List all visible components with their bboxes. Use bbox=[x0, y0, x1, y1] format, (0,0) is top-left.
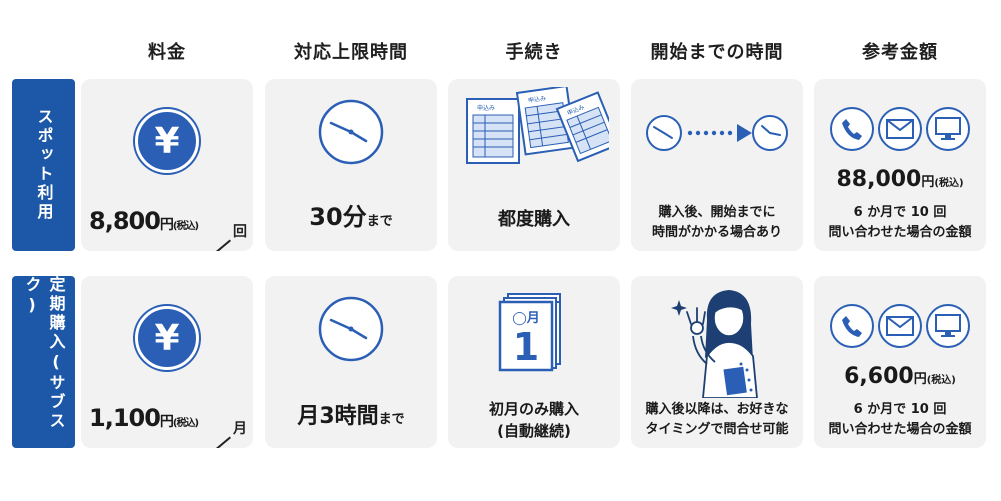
header-price: 料金 bbox=[148, 42, 186, 63]
header-reference-amount: 参考金額 bbox=[862, 42, 938, 63]
mail-icon bbox=[878, 304, 922, 348]
yen-icon: ¥ bbox=[135, 109, 199, 173]
slash-divider bbox=[206, 239, 231, 251]
monitor-icon bbox=[926, 107, 970, 151]
forms-icon: 申込み 申込み 申込み bbox=[466, 87, 609, 164]
card-spot-price: ¥ 8,800円(税込) 回 bbox=[81, 79, 253, 251]
clock-icon bbox=[318, 99, 384, 165]
card-spot-reference: 88,000円(税込) 6 か月で 10 回問い合わせた場合の金額 bbox=[814, 79, 986, 251]
slash-divider bbox=[206, 436, 231, 448]
procedure-sub: 初月のみ購入(自動継続) bbox=[488, 400, 579, 440]
monitor-icon bbox=[926, 304, 970, 348]
clock-arrow-clock-icon bbox=[646, 115, 788, 151]
calendar-icon: ◯月 1 bbox=[498, 293, 561, 372]
woman-ok-gesture-icon bbox=[671, 290, 758, 398]
svg-text:申込み: 申込み bbox=[528, 94, 547, 104]
reference-note-sub: 6 か月で 10 回問い合わせた場合の金額 bbox=[828, 402, 972, 437]
time-limit-spot: 30分まで bbox=[309, 203, 393, 231]
start-time-spot: 購入後、開始までに時間がかかる場合あり bbox=[651, 205, 782, 240]
phone-icon bbox=[830, 107, 874, 151]
reference-note-spot: 6 か月で 10 回問い合わせた場合の金額 bbox=[828, 205, 972, 240]
reference-amount-sub: 6,600円(税込) bbox=[844, 364, 956, 389]
card-sub-start-time: 購入後以降は、お好きなタイミングで問合せ可能 bbox=[631, 276, 803, 448]
procedure-spot: 都度購入 bbox=[498, 209, 570, 230]
header-start-time: 開始までの時間 bbox=[650, 42, 784, 63]
header-procedure: 手続き bbox=[505, 42, 563, 63]
yen-icon: ¥ bbox=[135, 306, 199, 370]
clock-icon bbox=[318, 296, 384, 362]
price-spot: 8,800円(税込) 回 bbox=[89, 201, 249, 251]
card-sub-price: ¥ 1,100円(税込) 月 bbox=[81, 276, 253, 448]
reference-amount-spot: 88,000円(税込) bbox=[836, 167, 964, 192]
card-spot-start-time: 購入後、開始までに時間がかかる場合あり bbox=[631, 79, 803, 251]
svg-text:1: 1 bbox=[513, 325, 539, 369]
card-sub-time-limit: 月3時間まで bbox=[265, 276, 437, 448]
header-time-limit: 対応上限時間 bbox=[294, 42, 408, 63]
svg-text:申込み: 申込み bbox=[477, 104, 495, 112]
time-limit-sub: 月3時間まで bbox=[297, 404, 405, 429]
card-spot-procedure: 申込み 申込み 申込み 都度購入 bbox=[448, 79, 620, 251]
card-sub-reference: 6,600円(税込) 6 か月で 10 回問い合わせた場合の金額 bbox=[814, 276, 986, 448]
price-sub: 1,100円(税込) 月 bbox=[89, 398, 249, 448]
svg-text:◯月: ◯月 bbox=[512, 311, 540, 326]
row-label-spot: スポット利用 bbox=[12, 79, 75, 251]
mail-icon bbox=[878, 107, 922, 151]
card-spot-time-limit: 30分まで bbox=[265, 79, 437, 251]
row-label-subscription: 定期購入(サブスク) bbox=[12, 276, 75, 448]
start-time-sub: 購入後以降は、お好きなタイミングで問合せ可能 bbox=[645, 402, 789, 437]
card-sub-procedure: ◯月 1 初月のみ購入(自動継続) bbox=[448, 276, 620, 448]
phone-icon bbox=[830, 304, 874, 348]
